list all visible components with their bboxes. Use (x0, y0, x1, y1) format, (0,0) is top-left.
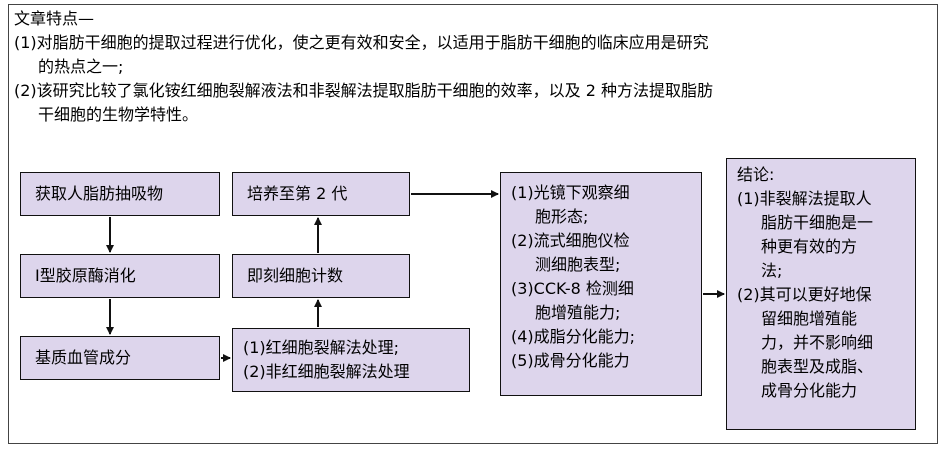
step-box-aspirate: 获取人脂肪抽吸物 (20, 172, 220, 216)
step-label: Ⅰ型胶原酶消化 (35, 266, 136, 285)
conclusion-box: 结论: (1)非裂解法提取人 脂肪干细胞是一 种更有效的方 法; (2)其可以更… (726, 158, 916, 430)
conclusion-line: 留细胞增殖能 (761, 309, 858, 328)
conclusion-line: 种更有效的方 (761, 237, 858, 256)
step-label: 获取人脂肪抽吸物 (35, 184, 164, 203)
treatment-line: (2)非红细胞裂解法处理 (243, 362, 410, 381)
assay-line: 胞增殖能力; (535, 303, 621, 322)
step-box-culture: 培养至第 2 代 (232, 172, 410, 216)
assay-line: 胞形态; (535, 207, 589, 226)
conclusion-line: 法; (761, 261, 783, 280)
conclusion-line: (1)非裂解法提取人 (737, 189, 872, 208)
assay-line: (2)流式细胞仪检 (511, 231, 630, 250)
feature-point-2-line-1: (2)该研究比较了氯化铵红细胞裂解液法和非裂解法提取脂肪干细胞的效率，以及 2 … (14, 81, 714, 100)
step-label: 基质血管成分 (35, 348, 132, 367)
conclusion-line: 胞表型及成脂、 (761, 357, 874, 376)
conclusion-line: (2)其可以更好地保 (737, 285, 872, 304)
step-box-assays: (1)光镜下观察细 胞形态; (2)流式细胞仪检 测细胞表型; (3)CCK-8… (500, 172, 702, 396)
conclusion-title: 结论: (737, 165, 775, 184)
step-box-treatment: (1)红细胞裂解法处理; (2)非红细胞裂解法处理 (232, 328, 470, 392)
feature-point-2-line-2: 干细胞的生物学特性。 (38, 105, 199, 124)
step-box-cell-count: 即刻细胞计数 (232, 254, 410, 298)
assay-line: 测细胞表型; (535, 255, 621, 274)
conclusion-line: 脂肪干细胞是一 (761, 213, 874, 232)
assay-line: (1)光镜下观察细 (511, 183, 630, 202)
step-label: 即刻细胞计数 (247, 266, 344, 285)
assay-line: (4)成脂分化能力; (511, 327, 636, 346)
assay-line: (5)成骨分化能力 (511, 351, 630, 370)
step-box-digestion: Ⅰ型胶原酶消化 (20, 254, 220, 298)
conclusion-line: 力，并不影响细 (761, 333, 874, 352)
step-box-svf: 基质血管成分 (20, 336, 220, 380)
treatment-line: (1)红细胞裂解法处理; (243, 338, 400, 357)
features-title: 文章特点— (14, 9, 95, 28)
diagram-frame (8, 4, 938, 444)
conclusion-line: 成骨分化能力 (761, 381, 858, 400)
step-label: 培养至第 2 代 (247, 184, 348, 203)
assay-line: (3)CCK-8 检测细 (511, 279, 634, 298)
feature-point-1-line-2: 的热点之一; (38, 57, 124, 76)
feature-point-1-line-1: (1)对脂肪干细胞的提取过程进行优化，使之更有效和安全，以适用于脂肪干细胞的临床… (14, 33, 709, 52)
